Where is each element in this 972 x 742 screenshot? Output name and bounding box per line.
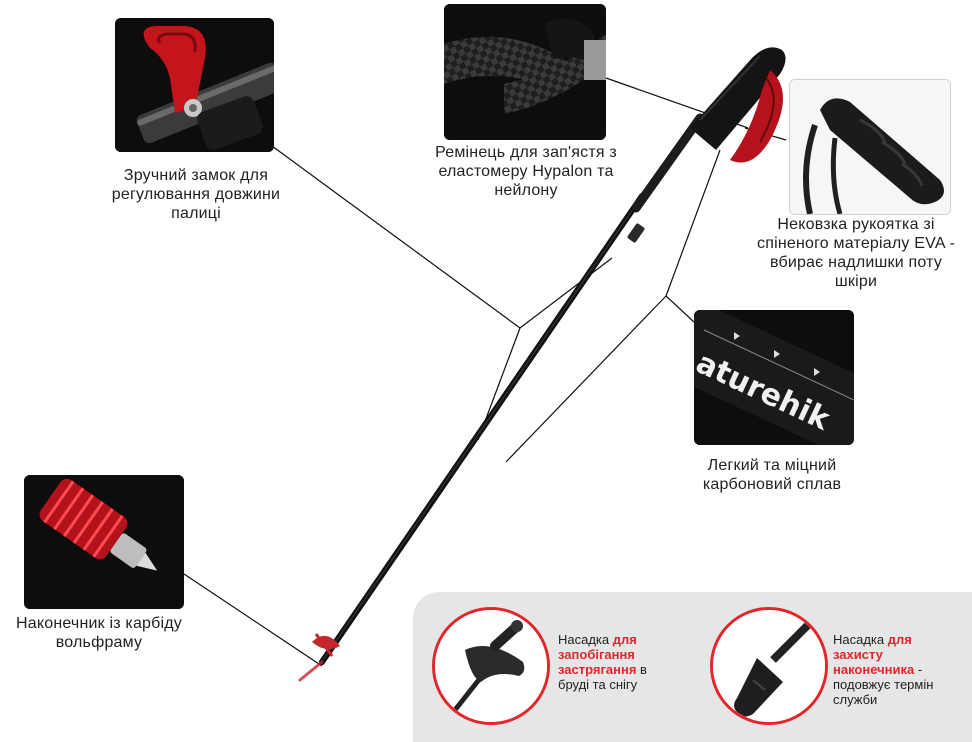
mud-basket-icon (465, 646, 525, 682)
mud-basket-image (432, 607, 550, 725)
pole-strap (730, 70, 783, 163)
tip-protector-text: Насадка для захисту наконечника - подовж… (833, 632, 934, 707)
leader-shaft (665, 149, 721, 323)
tip-protector-image (710, 607, 828, 725)
lock-caption: Зручний замок для регулювання довжини па… (111, 167, 281, 222)
lock-photo (115, 18, 274, 152)
mud-basket-text: Насадка для запобігання застрягання в бр… (558, 632, 647, 692)
handle-caption: Нековзка рукоятка зі спіненого матеріалу… (757, 216, 955, 290)
leader-shaft-lower (505, 295, 667, 463)
handle-photo (789, 79, 951, 215)
pole-lock-clamp (627, 223, 645, 243)
strap-photo (444, 4, 606, 140)
pole-grip (690, 47, 786, 151)
tip-photo (24, 475, 184, 609)
tip-caption: Наконечник із карбіду вольфраму (15, 615, 183, 651)
pole-shaft-upper (631, 113, 705, 213)
shaft-caption: Легкий та міцний карбоновий сплав (702, 457, 842, 493)
rubber-tip-protector-icon (734, 658, 783, 717)
leader-tip (183, 573, 323, 667)
strap-caption: Ремінець для зап'ястя з еластомеру Hypal… (435, 144, 617, 199)
pole-tip (298, 660, 324, 682)
shaft-photo: aturehik (694, 310, 854, 445)
